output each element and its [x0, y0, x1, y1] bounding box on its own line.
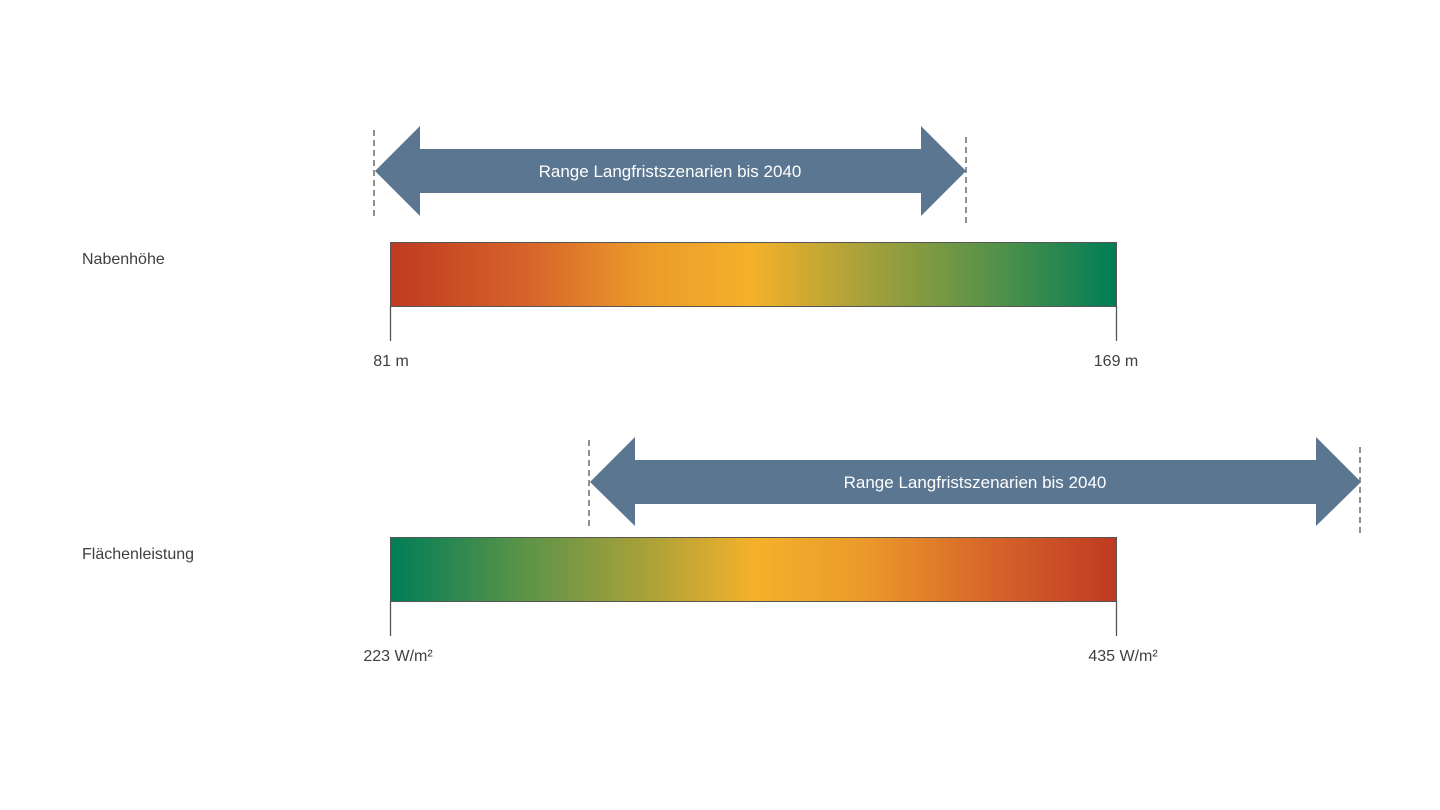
gradient-bar: [390, 242, 1117, 307]
max-value-label: 435 W/m²: [1088, 648, 1158, 665]
min-value-label: 223 W/m²: [363, 648, 433, 665]
range-arrow-label: Range Langfristszenarien bis 2040: [844, 473, 1107, 492]
row-label-flaechenleistung: Flächenleistung: [82, 546, 195, 563]
max-value-label: 169 m: [1093, 353, 1139, 370]
min-value-label: 81 m: [373, 353, 409, 370]
gradient-bar: [390, 537, 1117, 602]
range-arrow-label: Range Langfristszenarien bis 2040: [539, 162, 802, 181]
range-double-arrow: [375, 126, 966, 216]
row-flaechenleistung: Range Langfristszenarien bis 2040: [389, 437, 1361, 636]
range-double-arrow: [590, 437, 1361, 526]
row-label-nabenhoehe: Nabenhöhe: [82, 251, 165, 268]
row-nabenhoehe: Range Langfristszenarien bis 2040: [373, 126, 1118, 341]
